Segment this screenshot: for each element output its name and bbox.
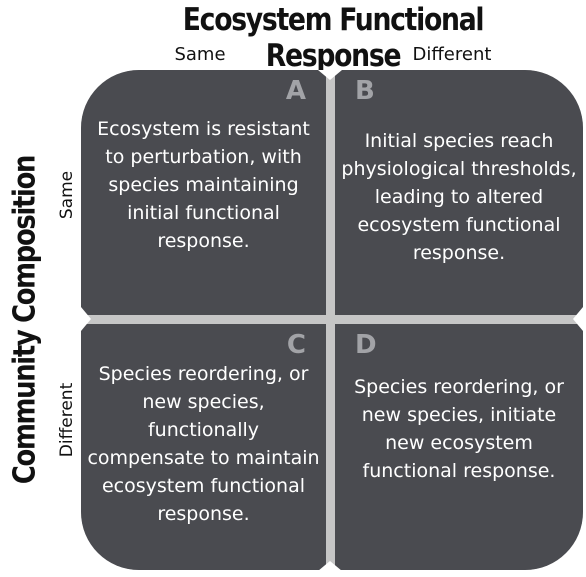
quadrant-d: D Species reordering, or new species, in… (335, 324, 583, 570)
arrow-left-icon (573, 307, 583, 331)
arrow-down-icon (318, 70, 342, 80)
column-label-same: Same (174, 44, 226, 65)
row-label-same: Same (57, 170, 77, 220)
quadrant-c: C Species reordering, or new species, fu… (81, 324, 326, 570)
column-label-different: Different (412, 44, 492, 65)
quadrant-d-letter: D (355, 330, 377, 360)
quadrant-c-letter: C (286, 330, 306, 360)
row-label-different: Different (57, 382, 77, 458)
quadrant-a-letter: A (285, 76, 306, 106)
arrow-up-icon (318, 561, 342, 571)
quadrant-b-letter: B (355, 76, 375, 106)
quadrant-b-text: Initial species reach physiological thre… (341, 130, 577, 264)
quadrant-c-text: Species reordering, or new species, func… (87, 363, 320, 525)
row-axis-title: Community Composition (7, 155, 43, 485)
quadrant-a: A Ecosystem is resistant to perturbation… (81, 70, 326, 315)
quadrant-d-text: Species reordering, or new species, init… (354, 376, 564, 482)
quadrant-a-text: Ecosystem is resistant to perturbation, … (97, 118, 310, 252)
quadrant-b: B Initial species reach physiological th… (335, 70, 583, 315)
arrow-right-icon (81, 307, 91, 331)
diagram-title: Ecosystem Functional Response (182, 2, 485, 74)
